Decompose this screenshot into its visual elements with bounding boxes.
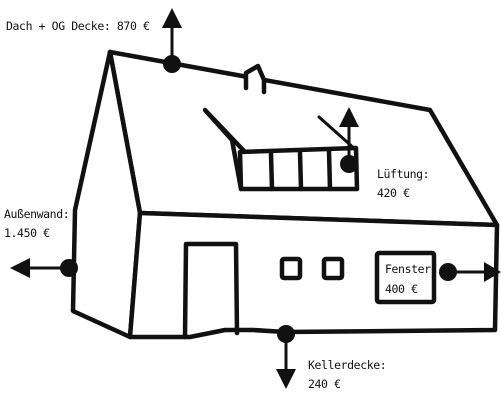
window-indicator	[439, 262, 501, 282]
roof-indicator	[162, 8, 182, 73]
window-marker-dot	[439, 263, 457, 281]
basement-marker-dot	[277, 325, 295, 343]
arrow-right-icon	[484, 262, 501, 282]
arrow-up-icon	[339, 107, 359, 127]
arrow-down-icon	[276, 369, 296, 389]
basement-label-line2: 240 €	[308, 377, 341, 391]
wall-marker-dot	[60, 259, 78, 277]
window-frame	[374, 250, 437, 305]
window-left	[279, 256, 303, 281]
ventilation-indicator	[339, 107, 359, 173]
wall-indicator	[10, 258, 78, 278]
basement-label-line1: Kellerdecke:	[308, 358, 386, 372]
ventilation-label-line2: 420 €	[377, 186, 410, 200]
chimney	[243, 63, 267, 95]
roof-label: Dach + OG Decke: 870 €	[6, 19, 150, 33]
door	[182, 241, 240, 340]
roof-marker-dot	[163, 55, 181, 73]
basement-indicator	[276, 325, 296, 389]
wall-label-line2: 1.450 €	[4, 226, 50, 240]
arrow-up-icon	[162, 8, 182, 28]
window-right	[321, 256, 345, 281]
gable-wall	[70, 49, 143, 340]
arrow-left-icon	[10, 258, 30, 278]
dormer	[202, 107, 360, 192]
wall-label-line1: Außenwand:	[4, 207, 69, 221]
house-illustration	[70, 49, 500, 340]
roof	[107, 49, 500, 228]
window-label-line1: Fenster:	[385, 262, 437, 276]
ventilation-marker-dot	[340, 155, 358, 173]
ventilation-label-line1: Lüftung:	[377, 167, 429, 181]
window-label-line2: 400 €	[385, 282, 418, 296]
